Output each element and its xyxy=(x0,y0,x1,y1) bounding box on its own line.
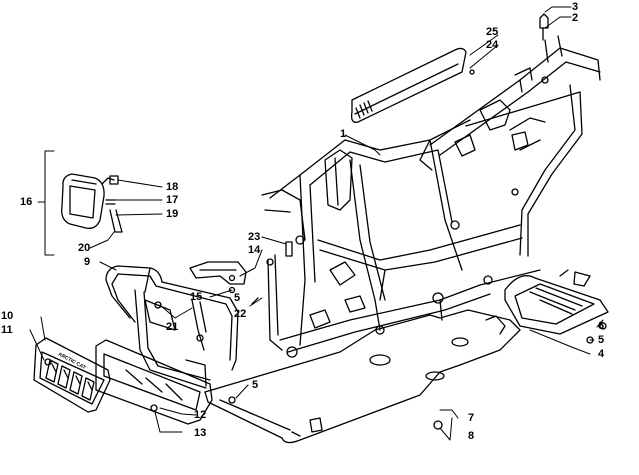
callout-19: 19 xyxy=(166,208,179,220)
callout-23: 23 xyxy=(248,231,261,243)
callout-13: 13 xyxy=(194,427,207,439)
callout-16: 16 xyxy=(20,196,33,208)
callout-5-lower: 5 xyxy=(252,379,259,391)
callout-6: 6 xyxy=(598,320,605,332)
headlight-assembly-part xyxy=(61,173,123,233)
footrest-part xyxy=(485,269,609,335)
main-frame-part xyxy=(261,35,601,358)
callout-4: 4 xyxy=(598,348,605,360)
bracket-part xyxy=(189,261,247,285)
callout-15: 15 xyxy=(190,291,203,303)
callout-24: 24 xyxy=(486,39,499,51)
skid-plate-part xyxy=(204,309,521,444)
callout-21: 21 xyxy=(166,321,179,333)
callout-1: 1 xyxy=(340,128,347,140)
callout-9: 9 xyxy=(84,256,91,268)
callout-5-bottom-right: 5 xyxy=(598,334,605,346)
callout-20: 20 xyxy=(78,242,91,254)
callout-18: 18 xyxy=(166,181,179,193)
grille-panel-part xyxy=(33,337,111,413)
heat-shield-part xyxy=(350,47,475,123)
callout-2: 2 xyxy=(572,12,579,24)
callout-22: 22 xyxy=(234,308,247,320)
callout-12: 12 xyxy=(194,409,207,421)
callout-5-front: 5 xyxy=(234,292,241,304)
callout-3: 3 xyxy=(572,1,579,13)
callout-17: 17 xyxy=(166,194,179,206)
callout-10: 10 xyxy=(1,310,14,322)
callout-7: 7 xyxy=(468,412,475,424)
callout-25: 25 xyxy=(486,26,499,38)
callout-14: 14 xyxy=(248,244,261,256)
callout-11: 11 xyxy=(1,324,13,336)
leader-lines xyxy=(29,6,604,441)
callout-8: 8 xyxy=(468,430,475,442)
